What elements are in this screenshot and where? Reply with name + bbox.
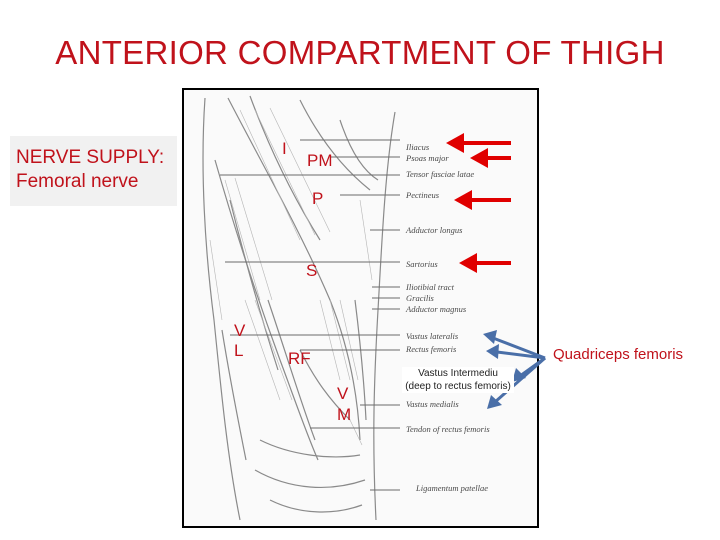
arrow-vastus-lateralis-icon [483, 330, 546, 360]
name-psoas-major: Psoas major [405, 153, 449, 163]
vastus-intermedius-name: Vastus Intermediu [418, 368, 498, 379]
nerve-supply-value: Femoral nerve [16, 171, 139, 192]
name-vastus-medialis: Vastus medialis [406, 399, 459, 409]
arrow-rectus-femoris-icon [486, 344, 546, 360]
nerve-supply-heading: NERVE SUPPLY: [16, 147, 165, 168]
vastus-intermedius-note: Vastus Intermediu (deep to rectus femori… [402, 367, 514, 393]
label-psoas-major: PM [307, 151, 333, 170]
arrow-iliacus-icon [446, 133, 511, 153]
label-vastus-medialis-v: V [337, 384, 349, 403]
thigh-drawing [202, 95, 396, 521]
arrow-psoas-major-icon [470, 148, 511, 168]
name-rectus-femoris: Rectus femoris [405, 344, 457, 354]
muscle-shading [209, 107, 373, 446]
printed-muscle-names: Iliacus Psoas major Tensor fasciae latae… [405, 142, 490, 493]
arrow-pectineus-icon [454, 190, 511, 210]
label-rectus-femoris: RF [288, 349, 311, 368]
label-iliacus: I [282, 139, 287, 158]
label-sartorius: S [306, 261, 318, 280]
name-vastus-lateralis: Vastus lateralis [406, 331, 459, 341]
name-tensor-fasciae-latae: Tensor fasciae latae [406, 169, 474, 179]
name-tendon-rectus-femoris: Tendon of rectus femoris [406, 424, 490, 434]
slide-title: ANTERIOR COMPARTMENT OF THIGH [55, 34, 665, 71]
vastus-intermedius-detail: (deep to rectus femoris) [405, 381, 511, 392]
name-adductor-longus: Adductor longus [405, 225, 463, 235]
label-vastus-lateralis-v: V [234, 321, 246, 340]
quadriceps-femoris-label: Quadriceps femoris [553, 346, 684, 363]
label-pectineus: P [312, 189, 324, 208]
nerve-supply-box: NERVE SUPPLY: Femoral nerve [10, 136, 177, 206]
label-vastus-lateralis-l: L [234, 341, 244, 360]
name-adductor-magnus: Adductor magnus [405, 304, 467, 314]
arrow-vastus-medialis-icon [487, 356, 546, 409]
name-gracilis: Gracilis [406, 293, 435, 303]
arrow-sartorius-icon [459, 253, 511, 273]
name-pectineus: Pectineus [405, 190, 440, 200]
name-sartorius: Sartorius [406, 259, 438, 269]
name-iliacus: Iliacus [405, 142, 430, 152]
label-vastus-medialis-m: M [337, 405, 352, 424]
name-ligamentum-patellae: Ligamentum patellae [415, 483, 488, 493]
leader-lines [220, 139, 400, 491]
blue-arrows [483, 330, 546, 409]
name-iliotibial-tract: Iliotibial tract [405, 282, 455, 292]
red-arrows [446, 133, 511, 273]
